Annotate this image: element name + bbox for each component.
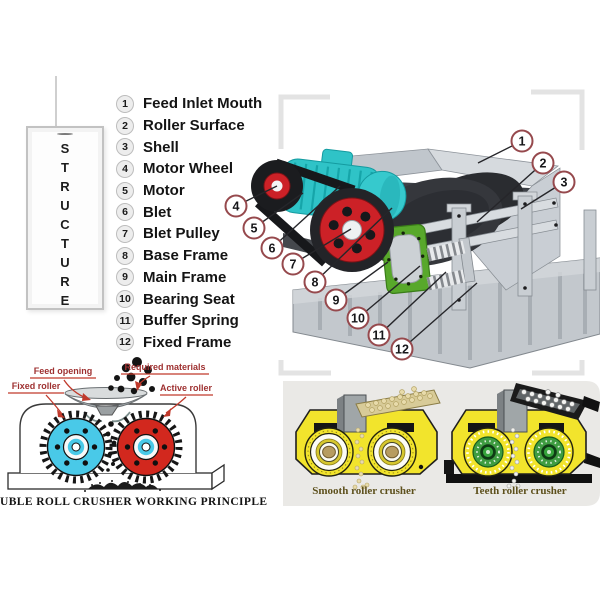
list-item: 11 Buffer Spring (116, 310, 262, 332)
smooth-crusher-caption: Smooth roller crusher (312, 485, 416, 497)
principle-pointer-arrowheads (57, 381, 171, 418)
item-number-badge: 5 (116, 181, 134, 200)
item-number-badge: 4 (116, 159, 134, 178)
machine-belt-pulley (310, 188, 394, 272)
list-item: 5 Motor (116, 180, 262, 202)
item-number-badge: 1 (116, 94, 134, 113)
principle-diagram-title: UBLE ROLL CRUSHER WORKING PRINCIPLE (0, 496, 268, 508)
item-number-badge: 6 (116, 203, 134, 222)
callout-6: 6 (260, 236, 284, 260)
svg-text:10: 10 (351, 311, 365, 325)
part-label: Shell (143, 138, 179, 156)
list-item: 10 Bearing Seat (116, 288, 262, 310)
item-number-badge: 8 (116, 246, 134, 265)
corner-bracket-top-left-icon (278, 94, 330, 149)
list-item: 9 Main Frame (116, 267, 262, 289)
list-item: 3 Shell (116, 136, 262, 158)
structure-tag: STRUCTURE (26, 126, 104, 312)
callout-5: 5 (242, 216, 266, 240)
active-roller-label: Active roller (160, 383, 213, 393)
machine-callouts: 1 2 3 4 5 6 7 8 9 10 11 12 (224, 129, 576, 361)
callout-1: 1 (510, 129, 534, 153)
svg-text:12: 12 (395, 342, 409, 356)
active-roller-gear (109, 410, 183, 484)
part-label: Roller Surface (143, 117, 245, 135)
fixed-roller-label: Fixed roller (12, 381, 61, 391)
callout-8: 8 (303, 270, 327, 294)
item-number-badge: 11 (116, 311, 134, 330)
callout-11: 11 (367, 323, 391, 347)
svg-text:2: 2 (540, 156, 547, 170)
callout-10: 10 (346, 306, 370, 330)
required-materials-label: Required materials (124, 362, 205, 372)
svg-text:4: 4 (233, 199, 240, 213)
list-item: 4 Motor Wheel (116, 158, 262, 180)
smooth-roller-crusher (295, 386, 441, 490)
photo-corner-brackets (278, 89, 585, 376)
svg-text:5: 5 (251, 221, 258, 235)
teeth-roller-crusher (444, 383, 600, 489)
corner-bracket-top-right-icon (531, 89, 585, 150)
machine-callout-lines (235, 140, 565, 350)
part-label: Base Frame (143, 247, 229, 265)
principle-diagram: Feed opening Required materials Fixed ro… (7, 357, 225, 492)
part-label: Blet Pulley (143, 225, 220, 243)
callout-12: 12 (390, 337, 414, 361)
list-item: 12 Fixed Frame (116, 332, 262, 354)
list-item: 8 Base Frame (116, 245, 262, 267)
part-label: Blet (143, 203, 172, 221)
part-label: Motor Wheel (143, 160, 233, 178)
callout-2: 2 (531, 151, 555, 175)
list-item: 2 Roller Surface (116, 115, 262, 137)
tag-string (55, 76, 57, 132)
list-item: 6 Blet (116, 201, 262, 223)
corner-bracket-bottom-left-icon (278, 360, 331, 376)
part-label: Feed Inlet Mouth (143, 95, 263, 113)
tag-pin-icon (57, 133, 73, 135)
callout-3: 3 (552, 170, 576, 194)
item-number-badge: 2 (116, 116, 134, 135)
svg-text:8: 8 (312, 275, 319, 289)
svg-text:11: 11 (372, 328, 385, 342)
item-number-badge: 9 (116, 268, 134, 287)
list-item: 1 Feed Inlet Mouth (116, 93, 262, 115)
structure-tag-label: STRUCTURE (57, 141, 73, 312)
fixed-roller-gear (39, 410, 113, 484)
teeth-roller-left (463, 427, 513, 477)
part-label: Fixed Frame (143, 333, 232, 351)
smooth-roller-left (304, 427, 354, 477)
part-label: Buffer Spring (143, 312, 239, 330)
list-item: 7 Blet Pulley (116, 223, 262, 245)
item-number-badge: 3 (116, 138, 134, 157)
svg-text:9: 9 (333, 293, 340, 307)
crusher-photos (283, 381, 600, 506)
item-number-badge: 10 (116, 290, 134, 309)
part-label: Main Frame (143, 268, 227, 286)
svg-text:6: 6 (269, 241, 276, 255)
principle-labels: Feed opening Required materials Fixed ro… (12, 362, 213, 393)
teeth-roller-right (524, 427, 574, 477)
part-label: Motor (143, 182, 185, 200)
callout-9: 9 (324, 288, 348, 312)
smooth-roller-right (367, 427, 417, 477)
parts-list: 1 Feed Inlet Mouth 2 Roller Surface 3 Shell… (116, 93, 262, 353)
crushed-material-pile (84, 480, 161, 492)
svg-text:3: 3 (561, 175, 568, 189)
feed-opening-label: Feed opening (34, 366, 93, 376)
callout-4: 4 (224, 194, 248, 218)
teeth-crusher-caption: Teeth roller crusher (473, 485, 567, 497)
item-number-badge: 7 (116, 224, 134, 243)
machine-illustration: 1 2 3 4 5 6 7 8 9 10 11 12 (224, 129, 600, 369)
part-label: Bearing Seat (143, 290, 235, 308)
callout-7: 7 (281, 252, 305, 276)
svg-text:7: 7 (290, 257, 297, 271)
svg-text:1: 1 (519, 134, 526, 148)
corner-bracket-bottom-right-icon (532, 360, 585, 376)
item-number-badge: 12 (116, 333, 134, 352)
